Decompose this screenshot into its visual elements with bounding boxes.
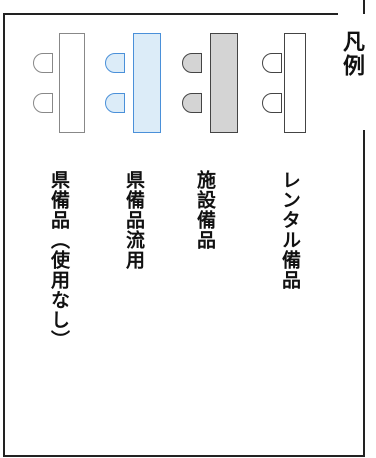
- pref-reused-desk: [133, 33, 161, 133]
- rental-chair-top: [262, 53, 282, 73]
- pref-unused-symbol: [31, 33, 85, 133]
- facility-desk: [210, 33, 238, 133]
- facility-chair-top: [182, 53, 202, 73]
- legend-label-facility: 施設備品: [194, 170, 216, 250]
- legend-border: [3, 0, 365, 457]
- facility-chair-bottom: [182, 93, 202, 113]
- pref-unused-desk: [59, 33, 85, 133]
- rental-chair-bottom: [262, 93, 282, 113]
- pref-reused-chair-top: [105, 53, 125, 73]
- rental-symbol: [258, 33, 306, 133]
- pref-reused-symbol: [103, 33, 161, 133]
- legend-label-pref-unused: 県備品（使用なし）: [48, 170, 70, 350]
- rental-desk: [284, 33, 306, 133]
- legend-label-rental: レンタル備品: [279, 170, 301, 290]
- facility-symbol: [180, 33, 238, 133]
- pref-unused-chair-top: [33, 53, 53, 73]
- legend-title: 凡例: [339, 30, 364, 78]
- pref-unused-chair-bottom: [33, 93, 53, 113]
- legend-frame: [2, 0, 365, 457]
- pref-reused-chair-bottom: [105, 93, 125, 113]
- legend-label-pref-reused: 県備品流用: [123, 170, 145, 270]
